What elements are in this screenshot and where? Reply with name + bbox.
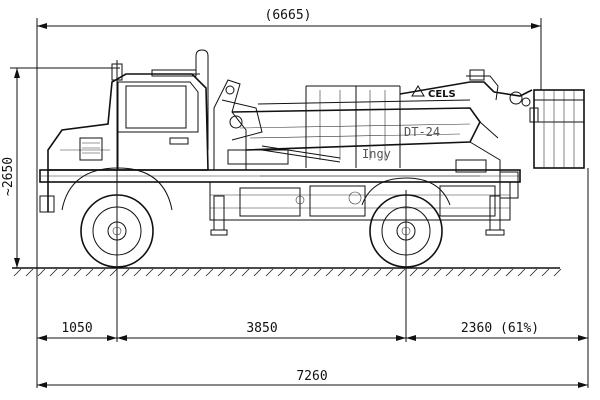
ground-hatch — [433, 268, 442, 277]
ground-hatch — [121, 268, 130, 277]
overall-length-label: 7260 — [296, 369, 327, 384]
ground-hatch — [265, 268, 274, 277]
ground-hatch — [49, 268, 58, 277]
ground-hatch — [205, 268, 214, 277]
height-dimension-label: ~2650 — [1, 157, 16, 196]
ground-hatch — [109, 268, 118, 277]
ground-hatch — [217, 268, 226, 277]
ground-hatch — [469, 268, 478, 277]
ground-hatch — [361, 268, 370, 277]
rear-overhang-label: 2360 (61%) — [461, 321, 539, 336]
outriggers — [210, 195, 505, 236]
ground-hatch — [133, 268, 142, 277]
ground-hatch — [373, 268, 382, 277]
ground-hatch — [61, 268, 70, 277]
height-dimension: ~2650 — [1, 67, 120, 268]
ground-hatch — [397, 268, 406, 277]
ground-hatch — [145, 268, 154, 277]
cab — [39, 49, 209, 213]
ground-hatch — [541, 268, 550, 277]
ground-hatch — [505, 268, 514, 277]
overall-length-dimension: 7260 — [37, 369, 588, 388]
ground-hatch — [517, 268, 526, 277]
model-label: DT-24 — [404, 125, 440, 139]
wheelbase-label: 3850 — [246, 321, 277, 336]
overall-top-dimension-label: (6665) — [265, 8, 312, 23]
ground-hatch — [301, 268, 310, 277]
ground-hatch — [229, 268, 238, 277]
ground-hatch — [25, 268, 34, 277]
ground-hatch — [349, 268, 358, 277]
ground-hatch — [253, 268, 262, 277]
ground-hatch — [169, 268, 178, 277]
front-overhang-label: 1050 — [61, 321, 92, 336]
ground-hatch — [277, 268, 286, 277]
exhaust-pipe — [195, 49, 209, 150]
ground-hatch — [313, 268, 322, 277]
platform-basket — [529, 89, 585, 169]
ground-hatch — [325, 268, 334, 277]
brand-label: CELS — [428, 89, 456, 100]
ground-hatch — [421, 268, 430, 277]
ground-hatch — [289, 268, 298, 277]
ground-hatch — [385, 268, 394, 277]
ground-hatch — [37, 268, 46, 277]
ground-hatch — [181, 268, 190, 277]
chassis-frame — [39, 169, 521, 221]
aerial-platform-boom: CELS DT-24 Ingy — [213, 69, 533, 172]
ground-hatch — [481, 268, 490, 277]
cab-window — [125, 85, 187, 129]
brand-logo-icon — [411, 85, 425, 97]
ground-hatch — [73, 268, 82, 277]
ground-hatch — [457, 268, 466, 277]
unit-label: Ingy — [362, 147, 391, 161]
ground-hatch — [529, 268, 538, 277]
ground-hatch — [553, 268, 562, 277]
ground-hatch — [13, 268, 22, 277]
ground-hatch — [409, 268, 418, 277]
ground-line — [12, 267, 562, 277]
ground-hatch — [193, 268, 202, 277]
truck: CELS DT-24 Ingy — [39, 49, 585, 268]
axle-reference-lines — [36, 60, 589, 388]
ground-hatch — [241, 268, 250, 277]
ground-hatch — [337, 268, 346, 277]
top-dimension: (6665) — [36, 8, 542, 200]
ground-hatch — [445, 268, 454, 277]
lower-dimension-row: 1050 3850 2360 (61%) — [37, 321, 588, 341]
ground-hatch — [157, 268, 166, 277]
ground-hatch — [97, 268, 106, 277]
ground-hatch — [85, 268, 94, 277]
ground-hatch — [493, 268, 502, 277]
